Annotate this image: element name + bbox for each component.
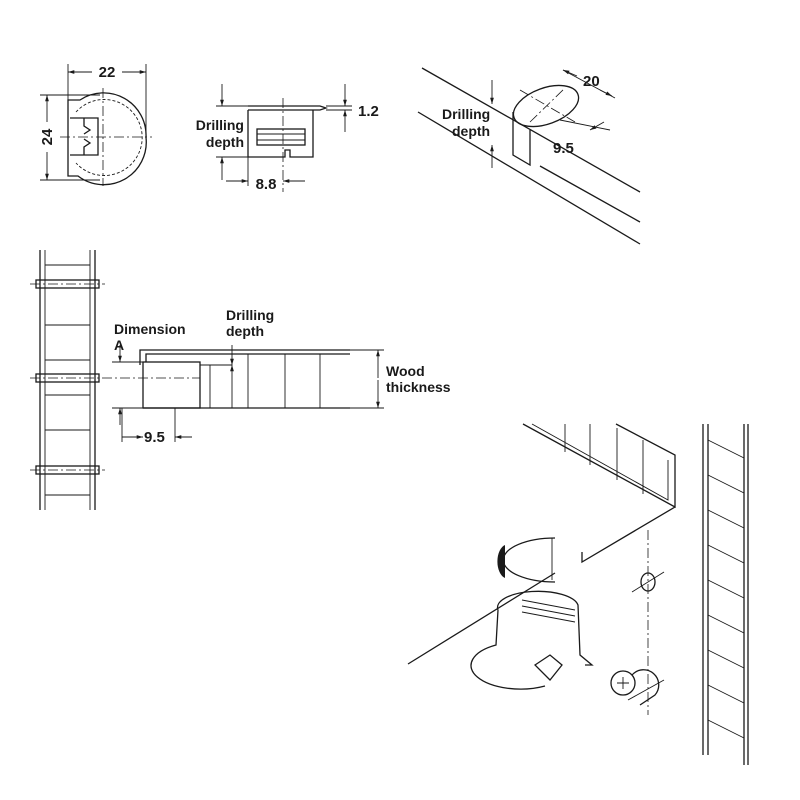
diameter-dimension: 20 — [583, 73, 600, 90]
iso-drilling-depth-label-2: depth — [452, 123, 490, 139]
connector-side-view: Drilling depth 8.8 1.2 — [196, 84, 379, 193]
height-dimension: 24 — [39, 128, 56, 145]
width-dimension: 22 — [99, 64, 116, 81]
wood-thickness-label: Wood — [386, 363, 425, 379]
drilling-depth-label: Drilling — [196, 117, 244, 133]
offset-dimension: 8.8 — [256, 176, 277, 193]
wood-thickness-label-2: thickness — [386, 379, 451, 395]
section-offset-dimension: 9.5 — [144, 429, 165, 446]
assembly-iso-view — [407, 423, 749, 765]
section-view: Drilling depth Dimension A Wood thicknes… — [30, 250, 451, 510]
section-drilling-depth-label: Drilling — [226, 307, 274, 323]
dimension-a-label-2: A — [114, 337, 124, 353]
iso-drilling-depth-label: Drilling — [442, 106, 490, 122]
iso-offset-dimension: 9.5 — [553, 140, 574, 157]
section-drilling-depth-label-2: depth — [226, 323, 264, 339]
drilling-iso-view: Drilling depth 20 9.5 — [417, 67, 641, 245]
drilling-depth-label-2: depth — [206, 134, 244, 150]
connector-top-view: 22 24 — [39, 64, 152, 186]
dimension-a-label: Dimension — [114, 321, 186, 337]
lip-dimension: 1.2 — [358, 103, 379, 120]
